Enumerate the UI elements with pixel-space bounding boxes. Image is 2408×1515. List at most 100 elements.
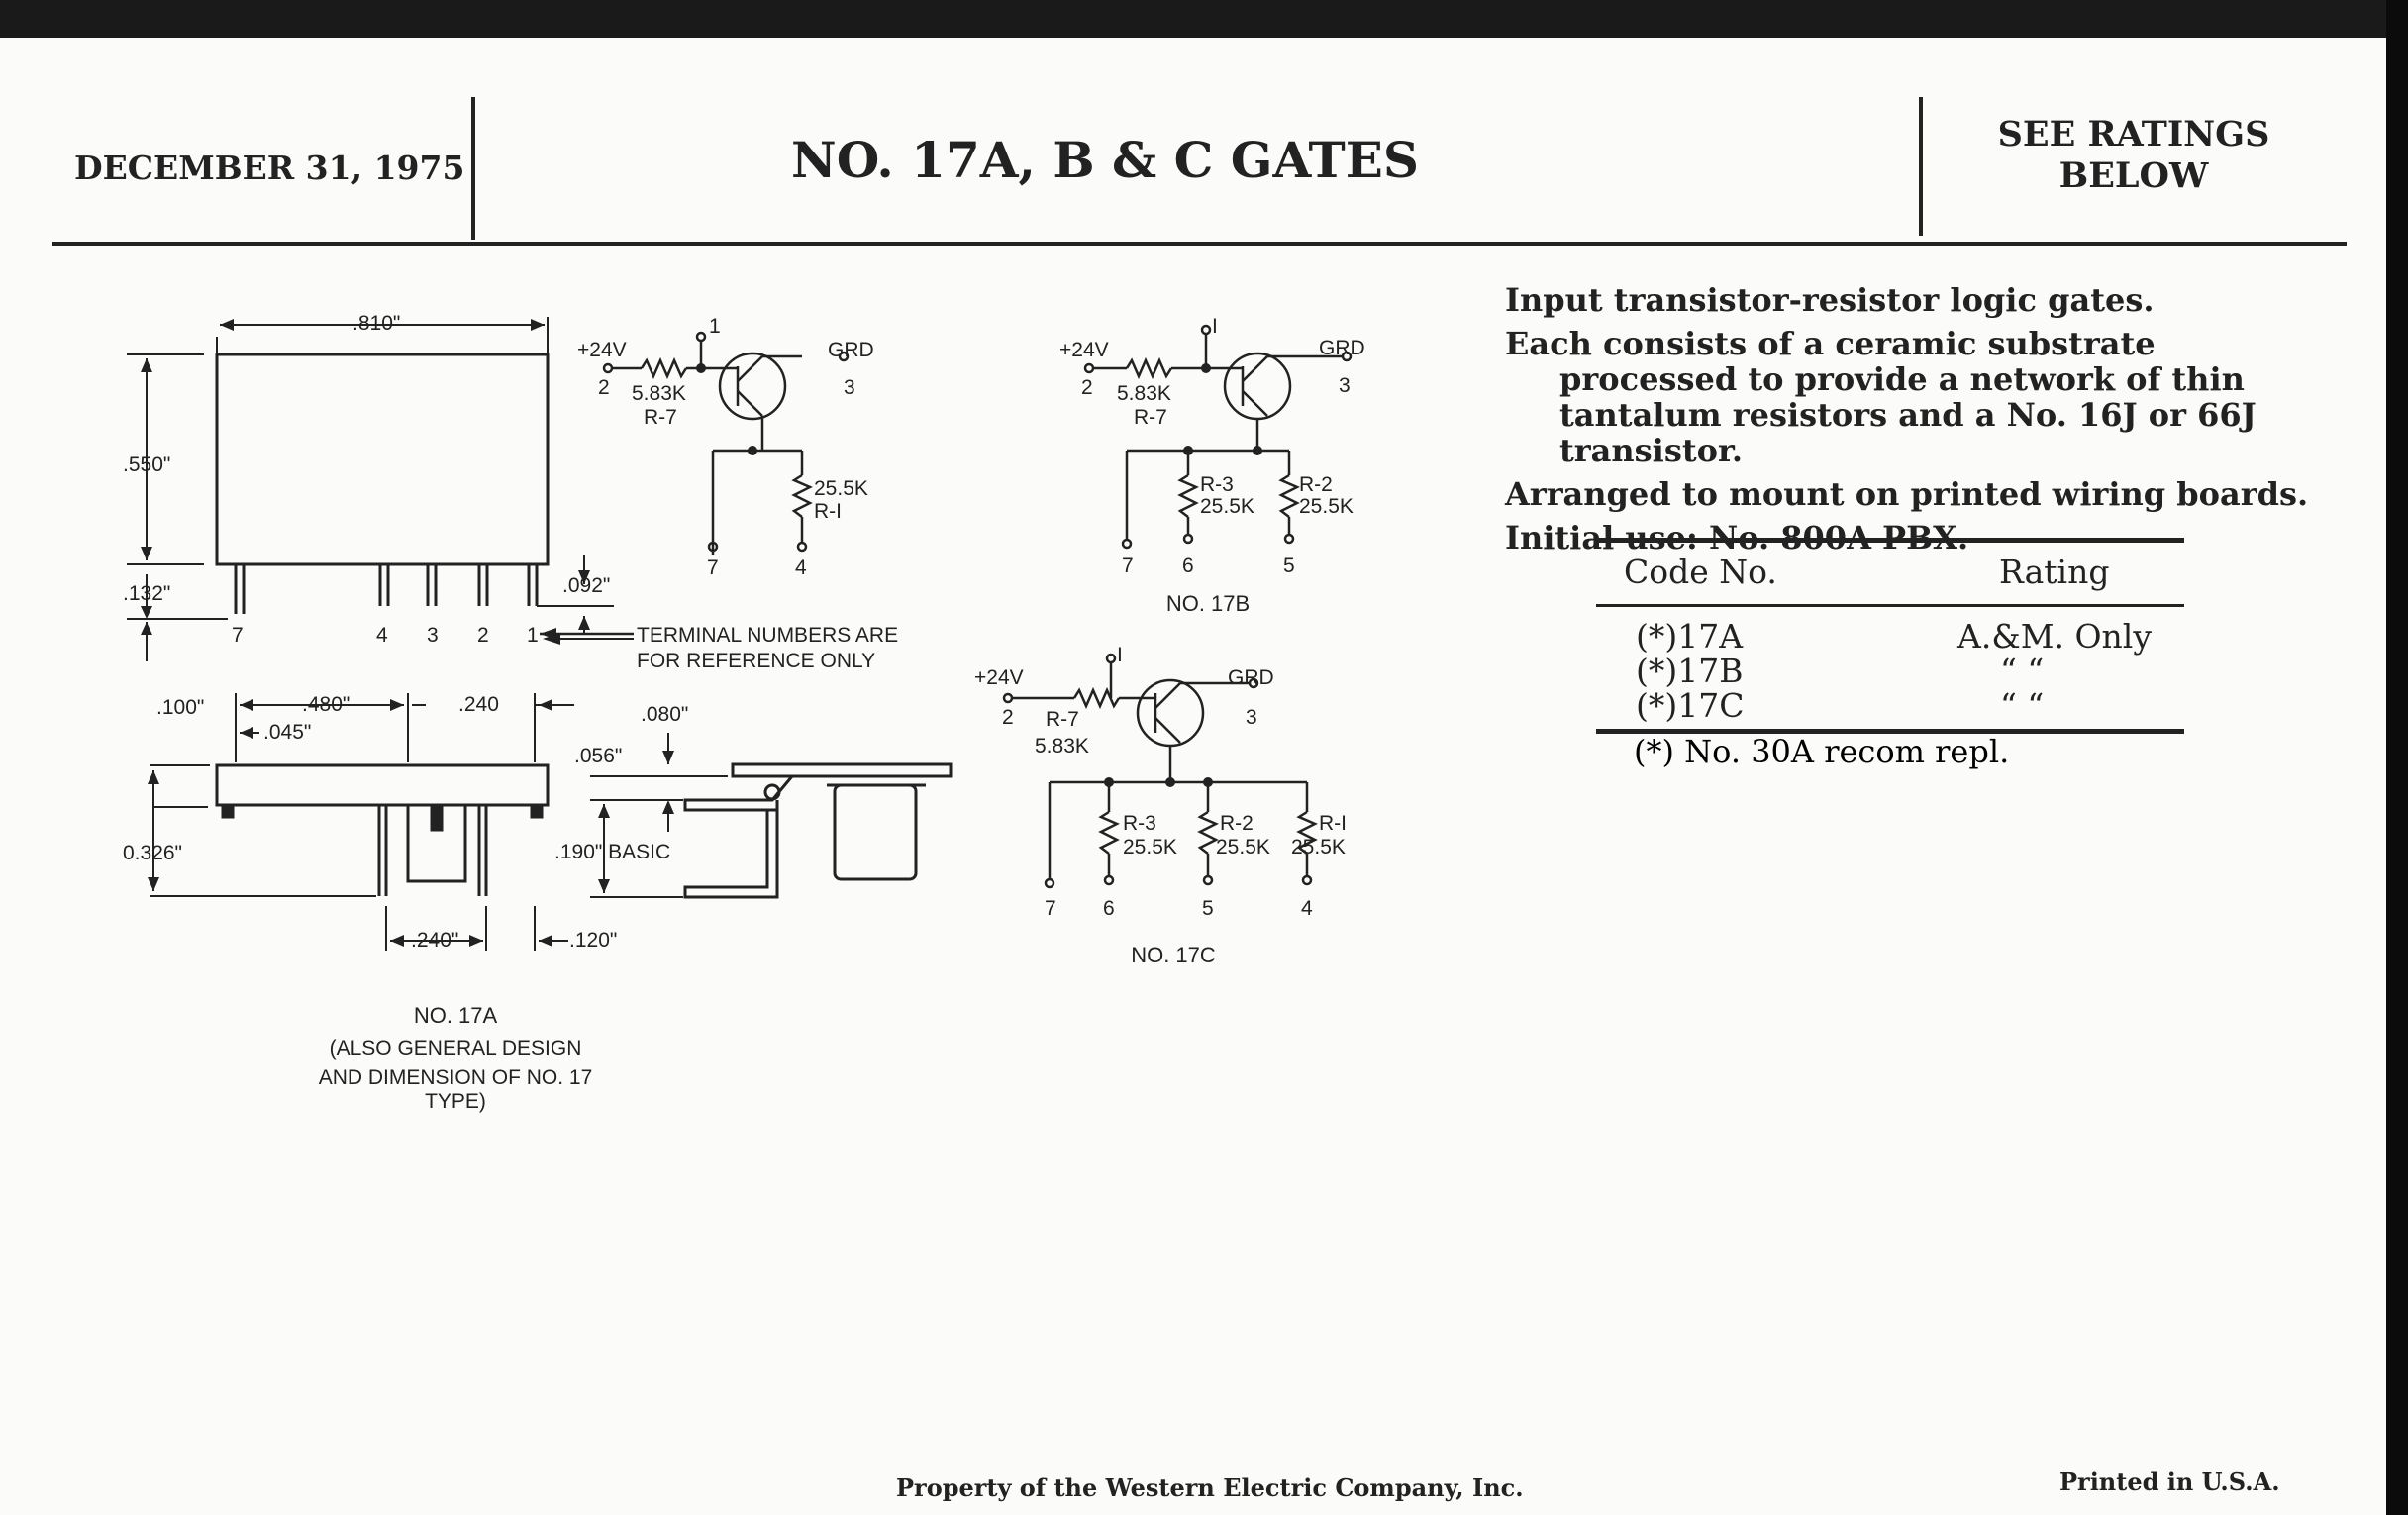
resistor-value: 25.5K bbox=[814, 477, 868, 500]
ratings-note-line1: SEE RATINGS bbox=[1997, 114, 2270, 154]
table-footnote: (*) No. 30A recom repl. bbox=[1634, 733, 2010, 770]
ratings-table: Code No. Rating (*)17A A.&M. Only (*)17B… bbox=[1596, 538, 2184, 734]
pin-label: I bbox=[1117, 644, 1123, 666]
dim-120: .120" bbox=[569, 929, 618, 952]
description-line2: Each consists of a ceramic substrate pro… bbox=[1505, 325, 2257, 469]
resistor-value: 25.5K bbox=[1299, 495, 1354, 518]
supply-label: +24V bbox=[974, 666, 1024, 689]
header-divider-right bbox=[1919, 97, 1923, 236]
pin-label: 3 bbox=[427, 624, 439, 647]
pin-label: 3 bbox=[1246, 706, 1257, 729]
page-title: NO. 17A, B & C GATES bbox=[0, 131, 2408, 189]
description-line1: Input transistor-resistor logic gates. bbox=[1505, 281, 2155, 319]
caption-17a-line2: (ALSO GENERAL DESIGN bbox=[329, 1037, 582, 1060]
pin-label: 7 bbox=[1122, 555, 1134, 577]
col-rating-header: Rating bbox=[1999, 553, 2110, 591]
table-row: (*)17B “ “ bbox=[1596, 652, 2184, 690]
supply-label: +24V bbox=[577, 339, 627, 361]
terminal-note-line2: FOR REFERENCE ONLY bbox=[637, 650, 876, 672]
page-title-text: NO. 17A, B & C GATES bbox=[791, 131, 1419, 189]
pin-label: 2 bbox=[598, 376, 610, 399]
resistor-name: R-2 bbox=[1220, 812, 1254, 835]
dim-height: .550" bbox=[123, 454, 171, 476]
row-rating: “ “ bbox=[2000, 686, 2045, 725]
pin-label: 1 bbox=[527, 624, 539, 647]
drawing-17a-end bbox=[590, 733, 953, 899]
pin-label: 4 bbox=[376, 624, 388, 647]
resistor-value: 5.83K bbox=[1035, 735, 1089, 758]
header-rule bbox=[52, 242, 2347, 246]
drawing-17a-front bbox=[127, 317, 634, 661]
pin-label: 7 bbox=[707, 556, 719, 579]
package-body-side bbox=[215, 763, 550, 807]
package-body-front bbox=[215, 353, 550, 566]
table-row: (*)17A A.&M. Only bbox=[1596, 617, 2184, 656]
pin-label: 2 bbox=[1081, 376, 1093, 399]
resistor-name: R-7 bbox=[644, 406, 677, 429]
resistor-name: R-7 bbox=[1134, 406, 1167, 429]
description-line3: Arranged to mount on printed wiring boar… bbox=[1505, 475, 2309, 513]
schematic-17c bbox=[1002, 653, 1318, 889]
ground-label: GRD bbox=[828, 339, 874, 361]
caption-17a: NO. 17A bbox=[413, 1003, 498, 1028]
supply-label: +24V bbox=[1059, 339, 1109, 361]
row-code: (*)17A bbox=[1636, 617, 1744, 656]
pin-label: 2 bbox=[1002, 706, 1014, 729]
header-date: DECEMBER 31, 1975 bbox=[74, 149, 465, 187]
dim-056: .056" bbox=[574, 745, 623, 767]
pin-label: 6 bbox=[1182, 555, 1194, 577]
dim-width: .810" bbox=[352, 312, 401, 335]
description: Input transistor-resistor logic gates. E… bbox=[1505, 282, 2317, 563]
dim-480: .480" bbox=[302, 693, 351, 716]
resistor-name: R-I bbox=[814, 500, 842, 523]
front-arrows bbox=[141, 319, 590, 645]
schematic-17b bbox=[1083, 324, 1353, 550]
pin-label: 7 bbox=[232, 624, 244, 647]
dim-240-bottom: .240" bbox=[411, 929, 459, 952]
ratings-note-line2: BELOW bbox=[2058, 155, 2209, 196]
pin-label: 5 bbox=[1283, 555, 1295, 577]
ground-label: GRD bbox=[1228, 666, 1274, 689]
schematic-17a bbox=[602, 331, 850, 555]
resistor-name: R-I bbox=[1319, 812, 1347, 835]
dim-080: .080" bbox=[641, 703, 689, 726]
col-code-header: Code No. bbox=[1624, 553, 1777, 591]
dim-190: .190" BASIC bbox=[554, 841, 671, 863]
header-divider-left bbox=[471, 97, 475, 240]
pin-label: 2 bbox=[477, 624, 489, 647]
ratings-note: SEE RATINGS BELOW bbox=[1941, 114, 2327, 197]
resistor-value: 5.83K bbox=[1117, 382, 1171, 405]
row-rating: A.&M. Only bbox=[1957, 617, 2152, 656]
pin-label: 7 bbox=[1045, 897, 1056, 920]
pin-label: 4 bbox=[1301, 897, 1313, 920]
dim-pin: .132" bbox=[123, 582, 171, 605]
pin-label: 1 bbox=[709, 315, 721, 338]
dim-045: .045" bbox=[263, 721, 312, 744]
pin-label: 5 bbox=[1202, 897, 1214, 920]
resistor-value: 25.5K bbox=[1291, 836, 1346, 858]
row-code: (*)17C bbox=[1636, 686, 1745, 725]
caption-17c: NO. 17C bbox=[1131, 943, 1216, 967]
drawing-17a-side bbox=[150, 693, 574, 951]
ground-label: GRD bbox=[1319, 337, 1365, 359]
end-arrows bbox=[598, 751, 674, 893]
resistor-name: R-3 bbox=[1123, 812, 1156, 835]
pin-label: 4 bbox=[795, 556, 807, 579]
footer-printed: Printed in U.S.A. bbox=[2059, 1467, 2280, 1496]
table-row: (*)17C “ “ bbox=[1596, 686, 2184, 725]
ratings-table-header: Code No. Rating bbox=[1596, 538, 2184, 607]
footer-property: Property of the Western Electric Company… bbox=[896, 1473, 1524, 1502]
dim-092: .092" bbox=[562, 574, 611, 597]
resistor-value: 25.5K bbox=[1200, 495, 1254, 518]
dim-240-top: .240 bbox=[458, 693, 499, 716]
side-arrows bbox=[148, 699, 552, 947]
resistor-value: 5.83K bbox=[632, 382, 686, 405]
terminal-note-line1: TERMINAL NUMBERS ARE bbox=[637, 624, 899, 647]
resistor-name: R-7 bbox=[1046, 708, 1079, 731]
resistor-value: 25.5K bbox=[1123, 836, 1177, 858]
pin-label: 3 bbox=[844, 376, 855, 399]
scan-edge bbox=[2386, 0, 2408, 1515]
pin-label: 6 bbox=[1103, 897, 1115, 920]
row-code: (*)17B bbox=[1636, 652, 1744, 690]
